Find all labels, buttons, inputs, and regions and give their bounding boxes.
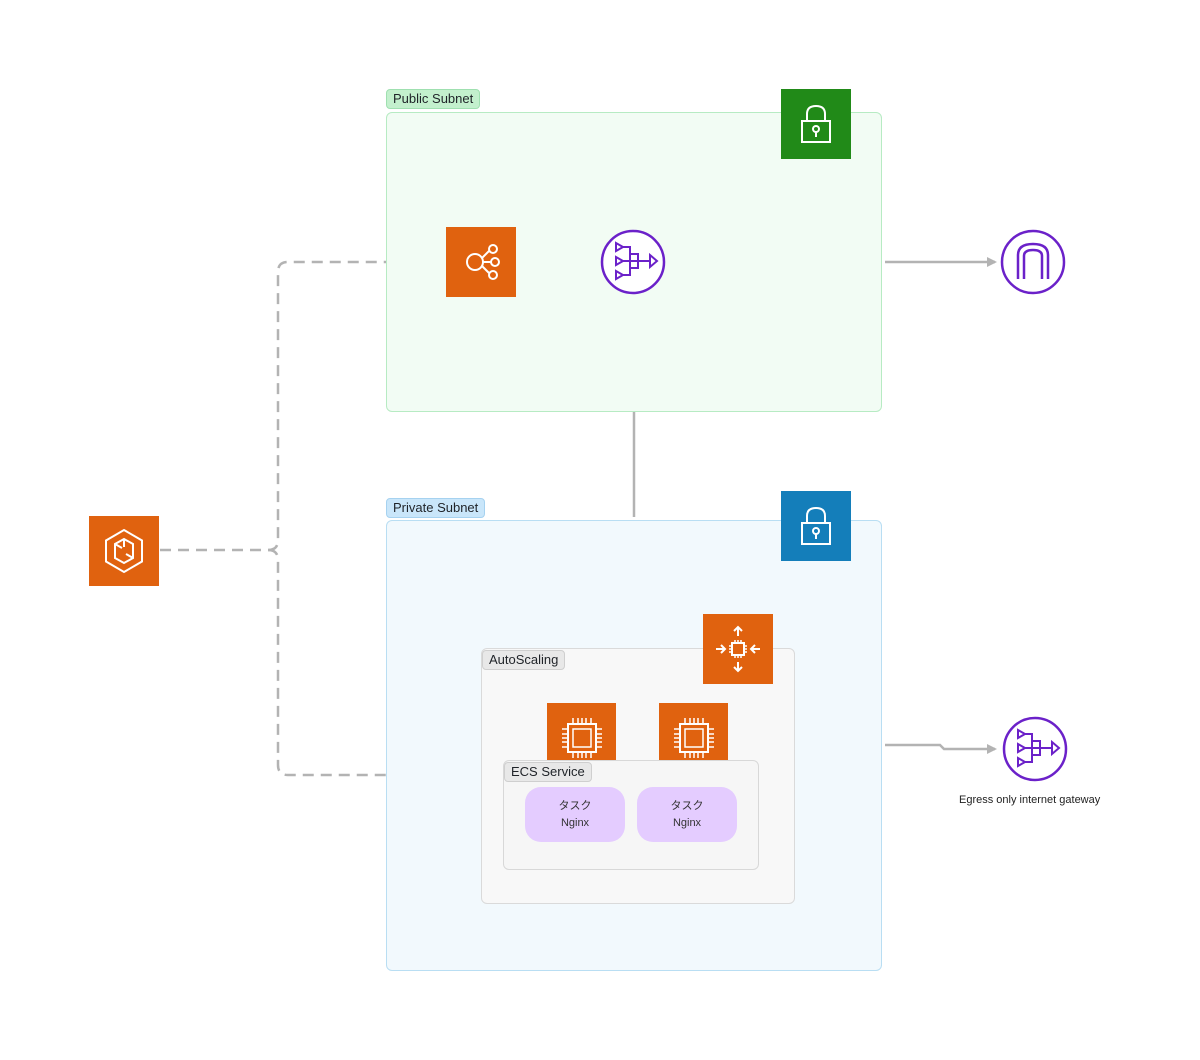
private-subnet-label: Private Subnet [386, 498, 486, 518]
private-subnet-lock-icon [781, 491, 851, 561]
private-to-egress-arrow [885, 743, 997, 754]
public-subnet-label: Public Subnet [386, 89, 481, 109]
autoscaling-group-label: AutoScaling [482, 650, 566, 670]
internet-gateway-icon [1000, 229, 1066, 295]
task-card[interactable]: タスク Nginx [525, 787, 625, 842]
ecs-service-label: ECS Service [504, 762, 592, 782]
ecs-cluster-icon [89, 516, 159, 586]
public-subnet-lock-icon [781, 89, 851, 159]
nat-gateway-icon [600, 229, 666, 295]
task-card[interactable]: タスク Nginx [637, 787, 737, 842]
task-title: タスク [558, 799, 592, 812]
ecs-to-service-connector [267, 548, 478, 777]
autoscaling-icon [703, 614, 773, 684]
egress-gateway-caption: Egress only internet gateway [959, 794, 1101, 806]
task-title: タスク [670, 799, 704, 812]
task-name: Nginx [560, 816, 590, 829]
task-name: Nginx [672, 816, 702, 829]
load-balancer-icon [446, 227, 516, 297]
egress-gateway-icon [1002, 716, 1068, 782]
